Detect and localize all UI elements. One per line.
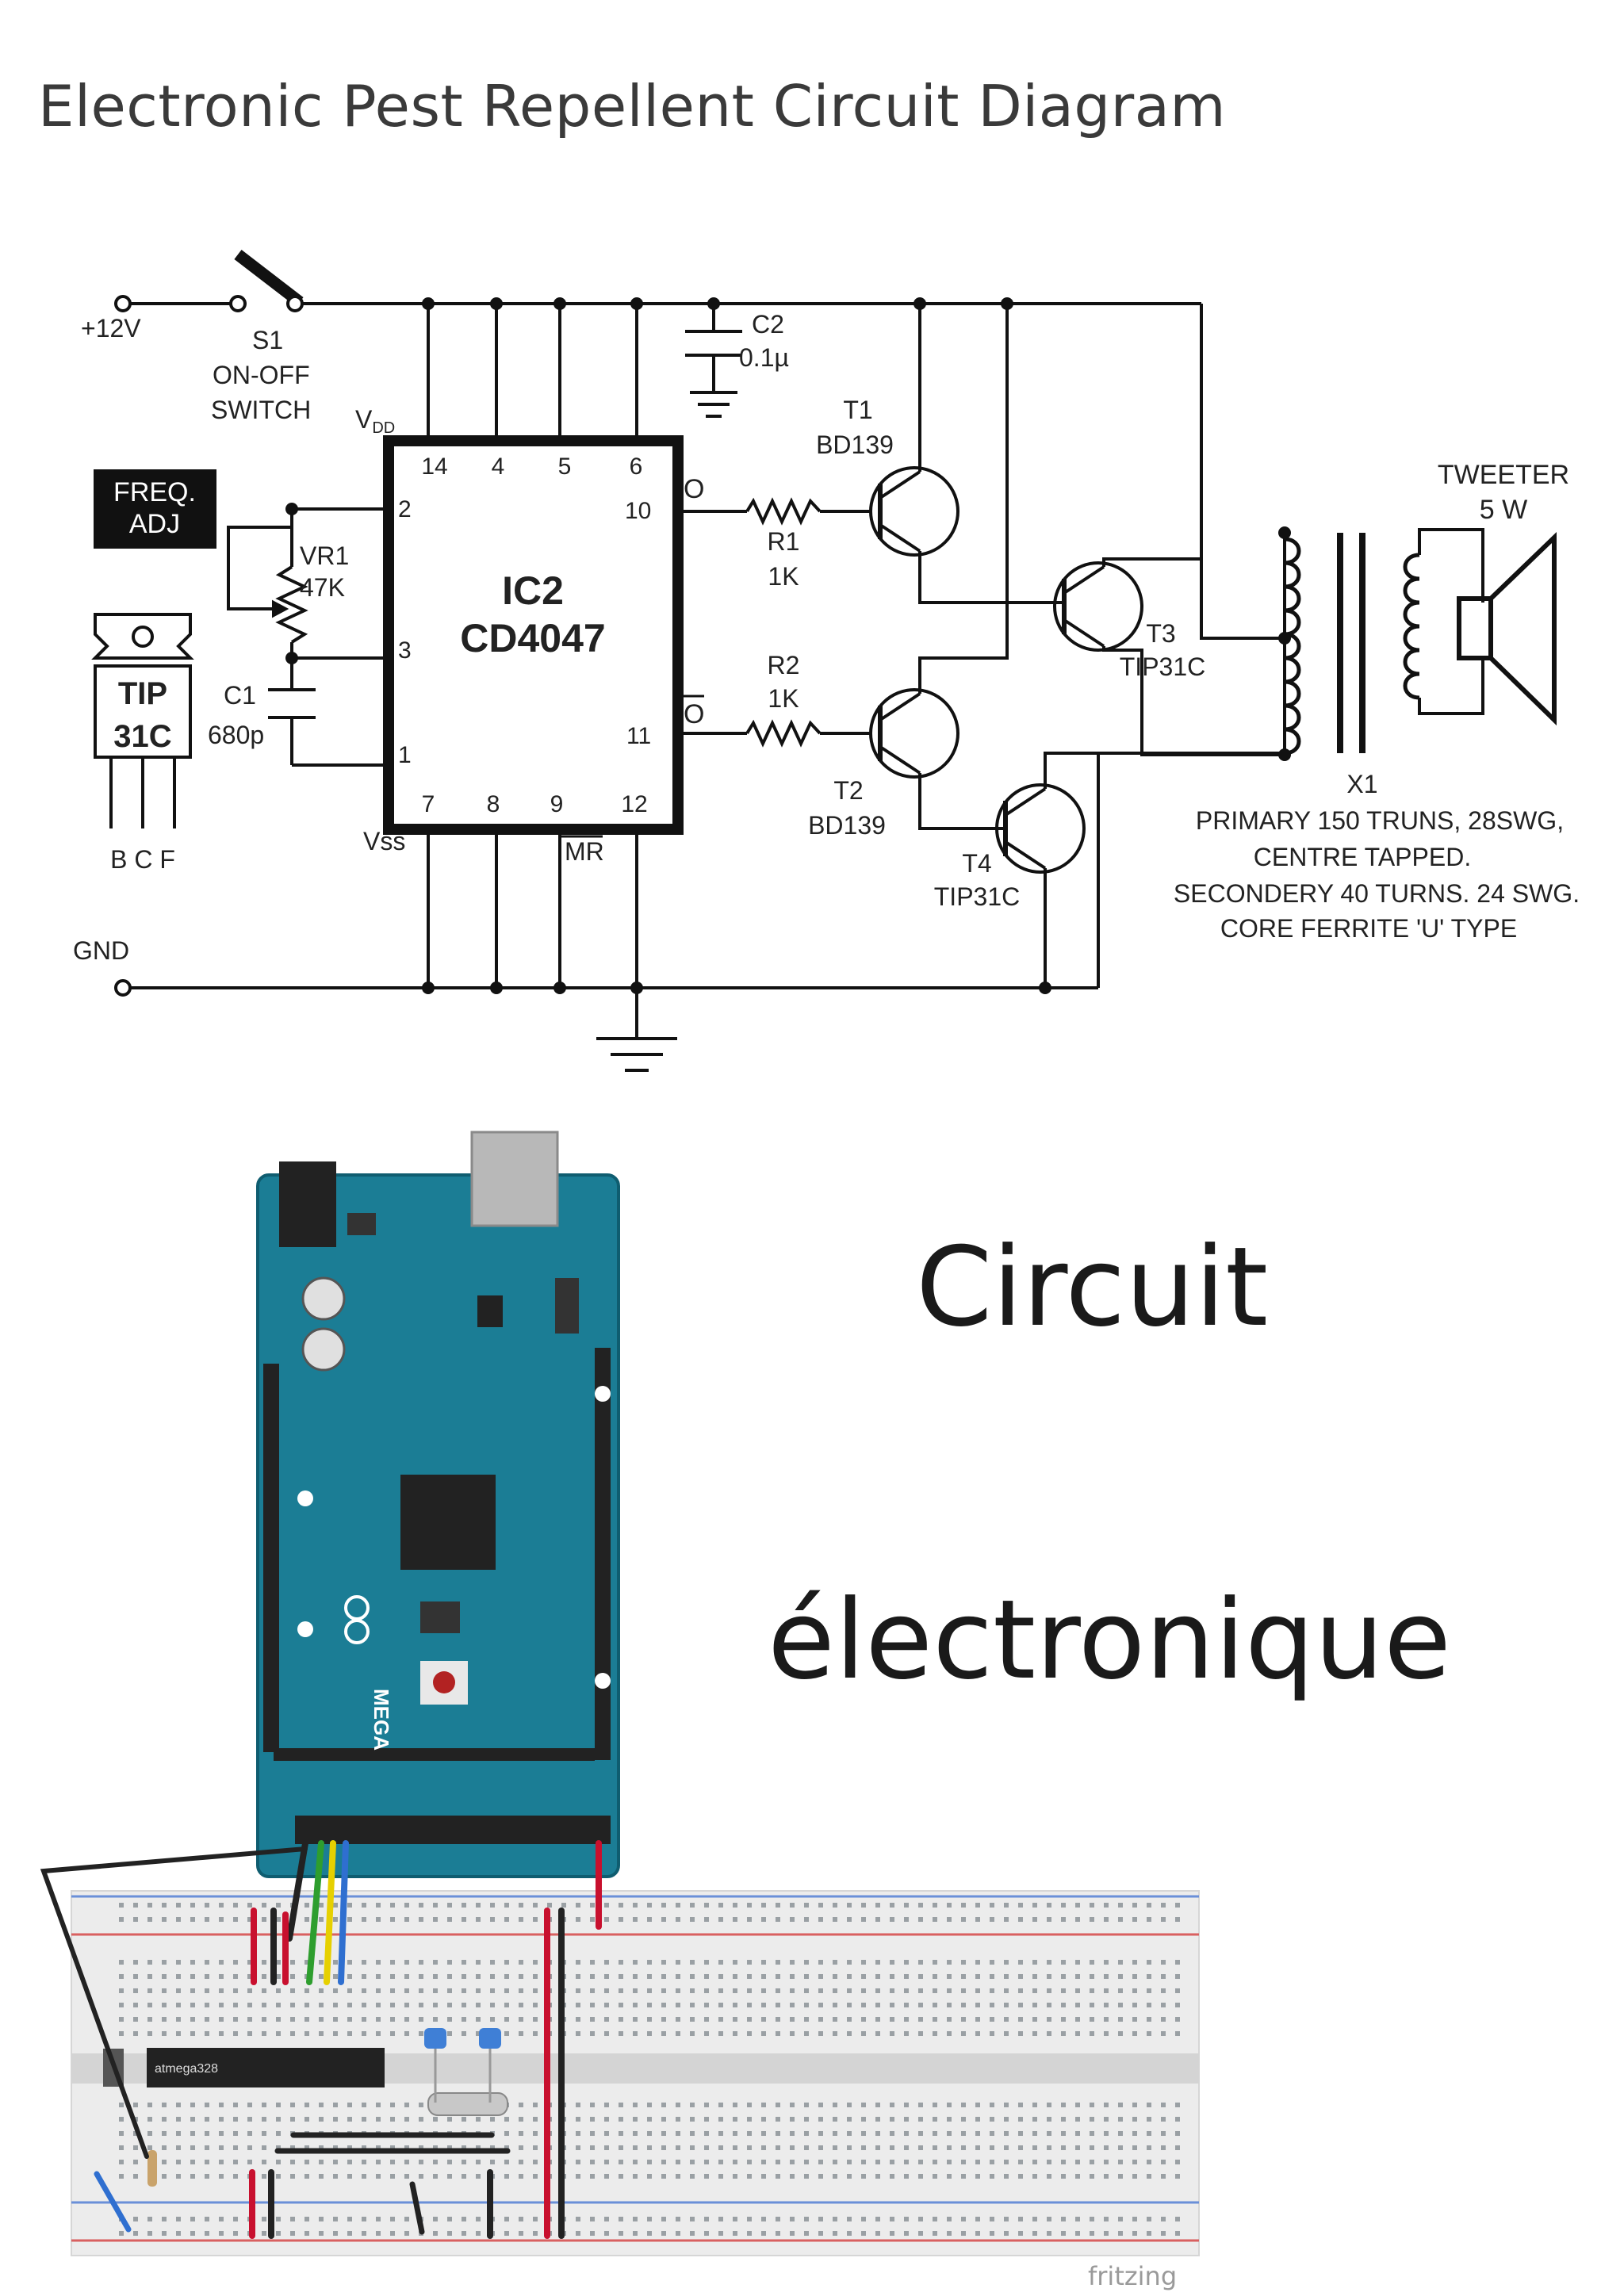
ic-pin-5: 5: [558, 453, 572, 480]
arduino-logo-text: MEGA: [370, 1689, 393, 1751]
vr1-ref: VR1: [300, 541, 349, 570]
ic-pin-12: 12: [621, 791, 647, 817]
ic-pin-14: 14: [421, 453, 447, 480]
x1-note-2: CENTRE TAPPED.: [1254, 843, 1471, 871]
ic-pin-3: 3: [398, 637, 412, 664]
r2-value: 1K: [768, 684, 799, 713]
page-title: Electronic Pest Repellent Circuit Diagra…: [38, 73, 1226, 140]
caption-line-1: Circuit: [916, 1223, 1269, 1351]
ic-pin-1: 1: [398, 742, 412, 768]
chip-label: atmega328: [155, 2062, 218, 2076]
gnd-label: GND: [73, 936, 129, 965]
r1-ref: R1: [768, 527, 800, 556]
ic-pin-9: 9: [550, 791, 564, 817]
tweeter-label: TWEETER: [1438, 460, 1569, 490]
x1-note-3: SECONDERY 40 TURNS. 24 SWG.: [1174, 879, 1580, 908]
atmega-chip: [147, 2048, 385, 2087]
tweeter-power: 5 W: [1480, 495, 1527, 525]
c2-ref: C2: [752, 310, 784, 339]
ic-pin-4: 4: [492, 453, 505, 480]
ic-pin-2: 2: [398, 496, 412, 522]
fritzing-credit: fritzing: [1088, 2261, 1178, 2291]
s1-line1: ON-OFF: [213, 361, 310, 389]
ic-pin-6: 6: [630, 453, 643, 480]
tip-label-2: 31C: [113, 719, 171, 754]
ic-pin-7: 7: [422, 791, 435, 817]
s1-line2: SWITCH: [211, 396, 311, 424]
ic-part: CD4047: [460, 616, 605, 660]
t4-ref: T4: [962, 849, 991, 878]
x1-ref: X1: [1346, 770, 1377, 798]
mr-label: MR: [565, 837, 604, 866]
s1-label: S1: [252, 326, 283, 354]
r2-ref: R2: [768, 651, 800, 679]
vdd-label: VDD: [355, 405, 395, 437]
x1-note-4: CORE FERRITE 'U' TYPE: [1220, 914, 1517, 943]
ic-pin-11: 11: [626, 723, 651, 749]
t1-ref: T1: [843, 396, 872, 424]
ic-pin-8: 8: [487, 791, 500, 817]
t3-part: TIP31C: [1120, 652, 1205, 681]
t2-part: BD139: [808, 811, 886, 840]
q-output-label: O: [684, 474, 704, 504]
c1-value: 680p: [208, 721, 264, 749]
ic-pin-10: 10: [625, 498, 651, 524]
c2-value: 0.1µ: [739, 343, 789, 372]
ic-ref: IC2: [502, 568, 564, 613]
tip-pins: B C F: [110, 845, 175, 874]
r1-value: 1K: [768, 562, 799, 591]
x1-note-1: PRIMARY 150 TRUNS, 28SWG,: [1196, 806, 1564, 835]
pest-repellent-schematic: FREQ. ADJ +12V GND S1 ON-OFF SWITCH VDD …: [73, 250, 1580, 1072]
tip-label-1: TIP: [118, 676, 167, 711]
caption-line-2: électronique: [768, 1576, 1452, 1704]
freq-adj-label-1: FREQ.: [113, 477, 196, 507]
supply-label: +12V: [81, 314, 141, 342]
qbar-output-label: O: [684, 699, 704, 729]
t4-part: TIP31C: [934, 882, 1020, 911]
t1-part: BD139: [816, 430, 894, 459]
vr1-value: 47K: [300, 573, 345, 602]
vss-label: Vss: [363, 827, 405, 855]
breadboard: [71, 1890, 1200, 2256]
t2-ref: T2: [833, 776, 863, 805]
arduino-mega-board: [256, 1131, 620, 1878]
freq-adj-label-2: ADJ: [129, 509, 180, 539]
t3-ref: T3: [1146, 619, 1175, 648]
c1-ref: C1: [224, 681, 256, 710]
